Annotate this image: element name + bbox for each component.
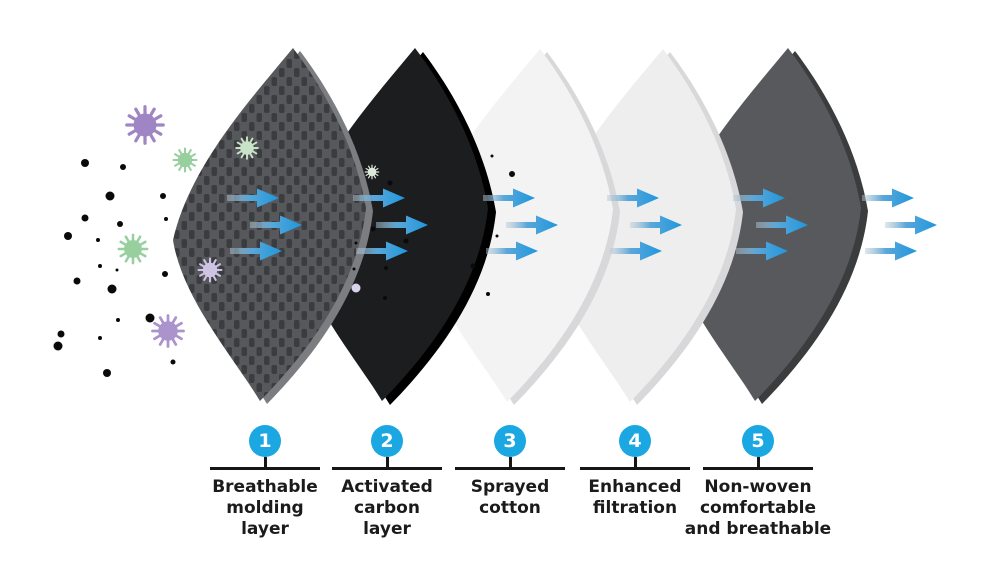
particle-dot-icons — [53, 154, 515, 377]
virus-icons — [117, 105, 380, 348]
